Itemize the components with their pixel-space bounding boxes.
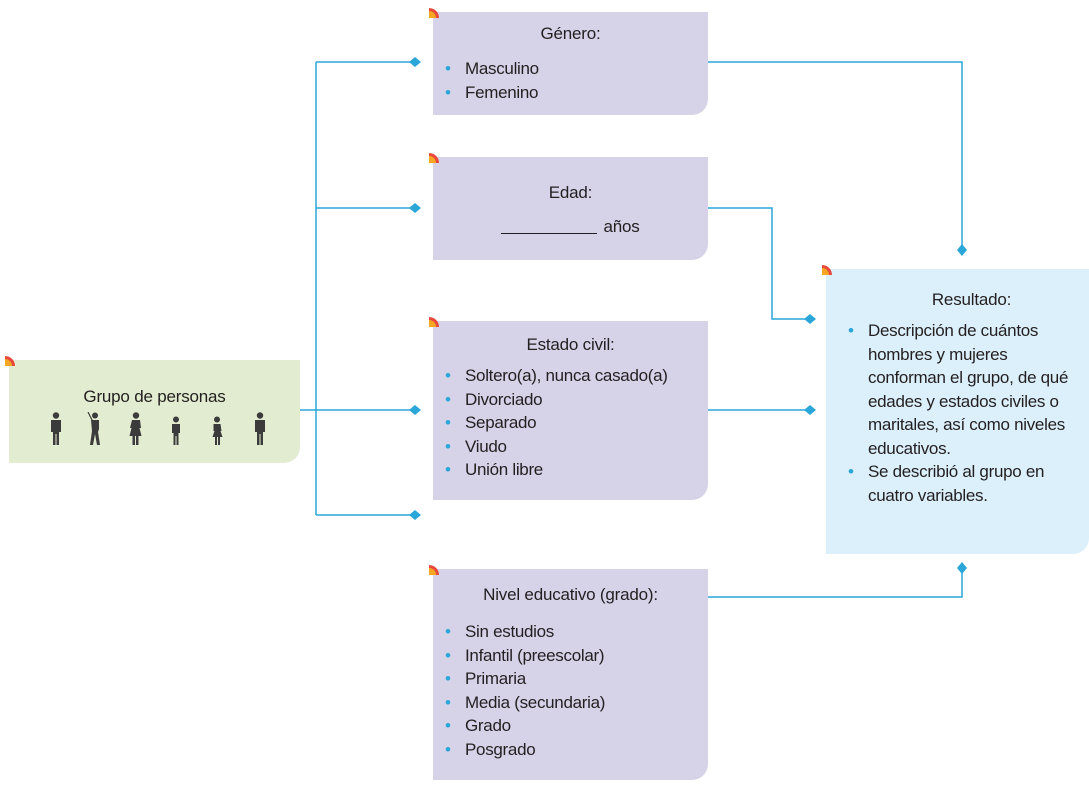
list-item: •Divorciado — [433, 388, 708, 412]
list-item: •Grado — [433, 714, 708, 738]
edad-box: Edad: años — [429, 153, 708, 260]
nivel-educativo-title: Nivel educativo (grado): — [483, 585, 658, 604]
bullet-icon: • — [445, 82, 451, 102]
connector-nivel-educativo-to-resultado — [708, 562, 967, 598]
corner-mark-icon — [429, 317, 439, 327]
corner-mark-icon — [429, 8, 439, 18]
estado-civil-title: Estado civil: — [526, 335, 615, 354]
group-box: Grupo de personas — [5, 356, 300, 463]
list-item: •Viudo — [433, 435, 708, 459]
list-item: •Femenino — [433, 81, 708, 105]
connector-group-trunk — [300, 62, 317, 515]
corner-mark-icon — [429, 565, 439, 575]
man-icon — [51, 412, 61, 445]
resultado-title: Resultado: — [931, 290, 1012, 309]
corner-mark-icon — [5, 356, 15, 366]
child-icon — [172, 416, 180, 445]
bullet-icon: • — [445, 645, 451, 665]
resultado-list: •Descripción de cuántos hombres y mujere… — [836, 319, 1076, 507]
list-item: •Primaria — [433, 667, 708, 691]
woman-icon — [129, 412, 142, 445]
bullet-icon: • — [445, 389, 451, 409]
bullet-icon: • — [445, 739, 451, 759]
bullet-icon: • — [445, 622, 451, 641]
girl-icon — [212, 416, 223, 445]
list-item: •Media (secundaria) — [433, 691, 708, 715]
age-blank-field — [501, 233, 598, 234]
list-item: •Masculino — [433, 57, 708, 81]
list-item: •Sin estudios — [433, 620, 708, 644]
corner-mark-icon — [822, 265, 832, 275]
estado-civil-box: Estado civil: •Soltero(a), nunca casado(… — [429, 317, 708, 500]
bullet-icon: • — [445, 460, 451, 479]
man-icon — [255, 412, 265, 445]
bullet-icon: • — [445, 413, 451, 432]
connector-genero-to-resultado — [708, 61, 967, 256]
list-item: •Soltero(a), nunca casado(a) — [433, 364, 708, 388]
bullet-icon: • — [445, 436, 451, 456]
edad-unit: años — [603, 217, 640, 236]
estado-civil-list: •Soltero(a), nunca casado(a) •Divorciado… — [433, 364, 708, 482]
golfer-icon — [87, 412, 100, 445]
genero-box: Género: •Masculino •Femenino — [429, 8, 708, 115]
connector-edad-to-resultado — [708, 207, 816, 324]
nivel-educativo-list: •Sin estudios •Infantil (preescolar) •Pr… — [433, 620, 708, 761]
list-item: •Posgrado — [433, 738, 708, 762]
genero-title: Género: — [540, 24, 601, 43]
people-icons — [49, 412, 300, 446]
group-title: Grupo de personas — [83, 387, 226, 406]
edad-answer-line: años — [433, 217, 708, 237]
bullet-icon: • — [445, 366, 451, 385]
corner-mark-icon — [429, 153, 439, 163]
genero-list: •Masculino •Femenino — [433, 57, 708, 104]
bullet-icon: • — [445, 59, 451, 78]
bullet-icon: • — [445, 692, 451, 712]
list-item: •Separado — [433, 411, 708, 435]
bullet-icon: • — [848, 321, 854, 340]
resultado-box: Resultado: •Descripción de cuántos hombr… — [822, 265, 1089, 554]
nivel-educativo-box: Nivel educativo (grado): •Sin estudios •… — [429, 565, 708, 780]
bullet-icon: • — [848, 462, 854, 481]
list-item: •Se describió al grupo en cuatro variabl… — [848, 462, 1045, 505]
list-item: •Unión libre — [433, 458, 708, 482]
bullet-icon: • — [445, 716, 451, 735]
bullet-icon: • — [445, 669, 451, 688]
list-item: •Descripción de cuántos hombres y mujere… — [848, 321, 1069, 458]
edad-title: Edad: — [548, 183, 593, 202]
list-item: •Infantil (preescolar) — [433, 644, 708, 668]
